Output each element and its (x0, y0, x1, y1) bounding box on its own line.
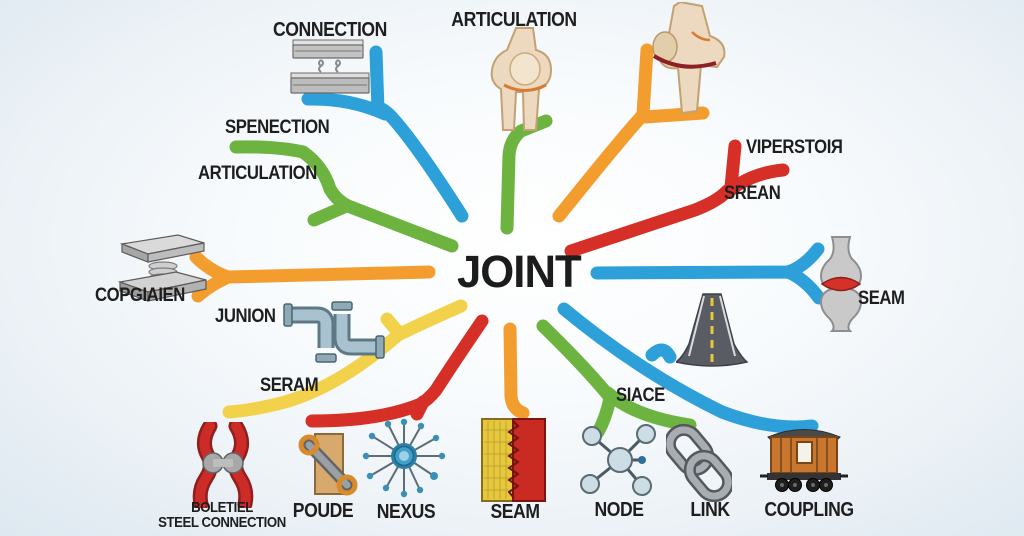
label-coupling: COUPLING (764, 499, 854, 521)
label-connection: CONNECTION (273, 19, 387, 41)
branch-connection (301, 45, 469, 223)
center-title: JOINT (457, 246, 582, 297)
branch-seam-right (590, 242, 826, 305)
road-icon (676, 292, 748, 368)
branch-nexus (305, 314, 489, 428)
label-nexus: NEXUS (376, 501, 436, 523)
label-articulation-left: ARTICULATION (198, 163, 317, 184)
label-seam-right: SEAM (858, 288, 905, 309)
label-siace: SIACE (616, 385, 665, 406)
label-copgiaien: COPGIAIEN (95, 285, 185, 306)
train-car-icon (760, 420, 848, 496)
knee-joint-side-icon (640, 2, 738, 117)
chain-links-icon (666, 424, 732, 502)
branch-seam-bottom (503, 322, 530, 420)
branch-spenection (229, 140, 459, 253)
molecule-node-icon (578, 420, 662, 500)
branch-seram (222, 299, 468, 419)
bolted-plates-icon (288, 36, 376, 100)
branch-knee (552, 43, 710, 223)
red-bone-joint-icon (186, 422, 260, 508)
label-boletiel-line1: BOLETIEL (191, 499, 253, 516)
label-junion: JUNION (215, 306, 276, 327)
branch-articulation-top (500, 114, 553, 235)
spring-clamp-icon (116, 230, 210, 306)
label-viperstoir: VIPERSTOIЯ (746, 137, 843, 158)
label-link: LINK (690, 499, 730, 521)
bone-joint-icon (812, 236, 870, 332)
network-hub-icon (360, 416, 448, 498)
knee-joint-front-icon (486, 26, 564, 134)
label-articulation-top: ARTICULATION (451, 9, 577, 31)
label-spenection: SPENECTION (225, 117, 330, 138)
wood-bracket-icon (294, 432, 362, 502)
stitched-fabric-icon (481, 418, 546, 502)
label-seam-bottom: SEAM (490, 501, 540, 523)
label-boletiel-line2: STEEL CONNECTION (158, 514, 286, 531)
branch-viperstoir (564, 139, 790, 258)
label-node: NODE (594, 499, 644, 521)
branch-coupling (557, 302, 819, 434)
label-srean: SREAN (724, 183, 781, 204)
pipe-junction-icon (278, 298, 390, 366)
label-seram: SERAM (260, 375, 319, 396)
branch-copgiaien (189, 250, 436, 303)
label-poude: POUDE (292, 500, 354, 522)
